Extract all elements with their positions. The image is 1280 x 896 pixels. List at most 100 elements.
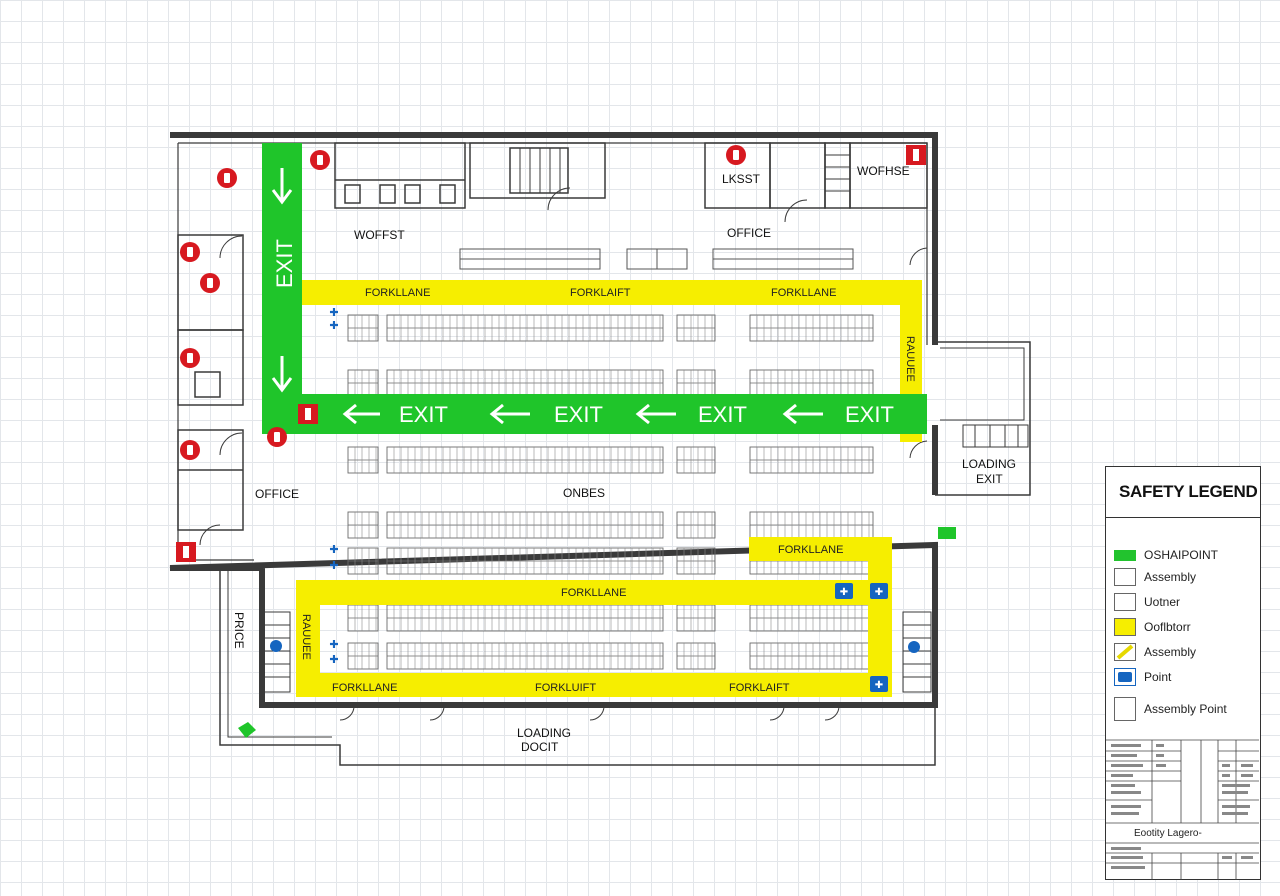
lane-label-bottom-2: FORKLUIFT <box>535 682 596 694</box>
fire-extinguisher-icons <box>176 145 926 562</box>
loading-exit-line2: EXIT <box>976 472 1003 486</box>
lane-label-top-3: FORKLLANE <box>771 287 836 299</box>
loading-dock-line1: LOADING <box>517 726 571 740</box>
rack-unit <box>347 604 379 632</box>
exit-marker-right <box>938 527 956 539</box>
assembly-point-icon: ✚ <box>329 544 338 556</box>
loading-exit-line1: LOADING <box>962 457 1016 471</box>
assembly-point-icon: ✚ <box>870 676 888 692</box>
rack-unit <box>347 511 379 539</box>
fire-extinguisher-icon <box>267 427 287 447</box>
yellow-slash-icon <box>1114 643 1136 661</box>
room-label-lksst: LKSST <box>722 172 761 186</box>
svg-text:✚: ✚ <box>875 680 883 691</box>
assembly-point-icon: ✚ <box>329 639 338 651</box>
side-label-left: RAUUEE <box>300 614 312 660</box>
fire-extinguisher-icon <box>180 440 200 460</box>
side-label-right: RAUUEE <box>904 336 916 382</box>
lane-label-bottom-3: FORKLAIFT <box>729 682 790 694</box>
svg-text:✚: ✚ <box>875 587 883 598</box>
empty-box-icon <box>1114 568 1136 586</box>
rack-unit <box>386 446 664 474</box>
title-block-grid <box>1106 739 1259 880</box>
legend-item-assembly-point: Assembly Point <box>1114 697 1227 721</box>
empty-box-icon <box>1114 697 1136 721</box>
dock-doors <box>339 705 840 721</box>
assembly-point-icon: ✚ <box>870 583 888 599</box>
legend-item-ooflbtorr: Ooflbtorr <box>1114 618 1191 636</box>
forklift-lane-top <box>300 280 920 305</box>
arrow-down-icon <box>271 168 293 205</box>
rack-unit <box>347 547 379 575</box>
arrow-left-icon <box>489 403 530 425</box>
room-label-woffst: WOFFST <box>354 228 405 242</box>
legend-label: Assembly <box>1144 570 1197 584</box>
assembly-point-icon <box>270 640 282 652</box>
lane-label-mid: FORKLLANE <box>561 587 626 599</box>
rack-unit <box>676 446 716 474</box>
exit-label-1: EXIT <box>399 402 448 427</box>
title-block: Eootity Lagero- <box>1106 735 1259 880</box>
legend-label: Ooflbtorr <box>1144 620 1191 634</box>
legend-label: Assembly <box>1144 645 1197 659</box>
forklift-lanes <box>296 280 922 697</box>
rack-unit <box>676 314 716 342</box>
legend-title: SAFETY LEGEND <box>1106 467 1260 518</box>
forklift-lane-mid <box>296 580 871 605</box>
arrow-left-icon <box>342 403 380 425</box>
legend-label: OSHAIPOINT <box>1144 548 1219 562</box>
fire-extinguisher-icon <box>310 150 330 170</box>
loading-dock-line2: DOCIT <box>521 740 559 754</box>
rack-unit <box>386 642 664 670</box>
rack-unit <box>386 369 664 397</box>
green-bar-icon <box>1114 546 1136 564</box>
legend-label: Assembly Point <box>1144 702 1227 716</box>
legend-item-oshapoint: OSHAIPOINT <box>1114 546 1218 564</box>
fire-alarm-icon <box>906 145 926 165</box>
rack-unit <box>749 642 874 670</box>
rack-unit <box>386 604 664 632</box>
exit-label-4: EXIT <box>845 402 894 427</box>
arrow-down-icon <box>271 356 293 393</box>
fire-extinguisher-icon <box>726 145 746 165</box>
fire-extinguisher-icon <box>180 242 200 262</box>
room-label-wofhse: WOFHSE <box>857 164 910 178</box>
legend-item-assembly-2: Assembly <box>1114 643 1196 661</box>
exit-arrows <box>271 168 823 425</box>
price-label: PRICE <box>232 612 246 649</box>
lane-label-top-2: FORKLAIFT <box>570 287 631 299</box>
left-rooms <box>177 234 244 546</box>
rack-unit <box>676 369 716 397</box>
stairs <box>261 424 1029 693</box>
fire-alarm-icon <box>298 404 318 424</box>
assembly-point-icon: ✚ <box>329 560 338 572</box>
blue-assembly-icon <box>1114 668 1136 686</box>
fire-alarm-icon <box>176 542 196 562</box>
safety-legend: SAFETY LEGEND OSHAIPOINT Assembly Uotner… <box>1105 466 1261 880</box>
rack-unit <box>386 511 664 539</box>
desk-rows <box>459 248 854 270</box>
assembly-point-icon: ✚ <box>329 654 338 666</box>
fire-extinguisher-icon <box>180 348 200 368</box>
rack-unit <box>676 547 716 575</box>
empty-box-icon <box>1114 593 1136 611</box>
rack-unit <box>386 314 664 342</box>
fire-extinguisher-icon <box>200 273 220 293</box>
exit-label-2: EXIT <box>554 402 603 427</box>
rack-unit <box>749 314 874 342</box>
lane-label-mid-right: FORKLLANE <box>778 544 843 556</box>
assembly-arrow-icon <box>238 722 256 738</box>
svg-text:✚: ✚ <box>840 587 848 598</box>
assembly-point-icons: ✚✚✚✚✚✚✚✚✚ <box>270 307 920 692</box>
rack-unit <box>347 642 379 670</box>
assembly-point-icon <box>908 641 920 653</box>
assembly-point-icon: ✚ <box>835 583 853 599</box>
lane-label-top-1: FORKLLANE <box>365 287 430 299</box>
rack-unit <box>749 446 874 474</box>
rack-unit <box>347 446 379 474</box>
fire-extinguisher-icon <box>217 168 237 188</box>
legend-label: Point <box>1144 670 1172 684</box>
exit-label-3: EXIT <box>698 402 747 427</box>
rack-unit <box>676 511 716 539</box>
